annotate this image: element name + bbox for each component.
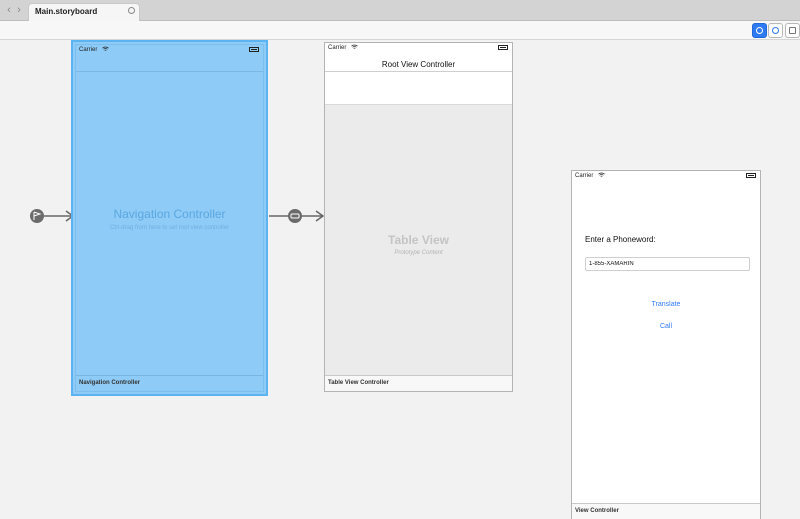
entry-point-arrow[interactable]: [30, 209, 75, 223]
call-button[interactable]: Call: [659, 323, 673, 330]
battery-icon: [249, 47, 259, 52]
scene-placeholder-hint: Ctrl-drag from here to set root view con…: [109, 225, 230, 231]
table-view-title: Table View: [388, 233, 449, 247]
tab-bar: ‹ › Main.storyboard: [0, 0, 800, 21]
scene-dock[interactable]: Navigation Controller: [76, 375, 263, 391]
constraint-tool-icon: [772, 27, 779, 34]
wifi-icon: [598, 172, 605, 177]
scene-placeholder-title: Navigation Controller: [113, 207, 226, 221]
scene-dock[interactable]: Table View Controller: [325, 375, 512, 391]
navigation-bar[interactable]: Root View Controller: [325, 54, 512, 72]
tab-label: Main.storyboard: [35, 7, 98, 16]
close-tab-icon[interactable]: [128, 7, 135, 14]
navigation-controller-scene[interactable]: Carrier Navigation Controller Ctrl-drag …: [71, 40, 268, 396]
tab-main-storyboard[interactable]: Main.storyboard: [28, 3, 140, 21]
battery-icon: [498, 45, 508, 50]
phoneword-text-field[interactable]: [585, 257, 750, 271]
storyboard-canvas[interactable]: Carrier Navigation Controller Ctrl-drag …: [0, 40, 800, 519]
battery-icon: [746, 173, 756, 178]
status-bar: Carrier: [325, 43, 512, 54]
phoneword-prompt-label[interactable]: Enter a Phoneword:: [585, 235, 656, 244]
frame-tool-button[interactable]: [785, 23, 800, 38]
carrier-label: Carrier: [79, 47, 98, 53]
root-relationship-segue[interactable]: [269, 209, 325, 223]
table-view-controller-scene[interactable]: Carrier Root View Controller Table View …: [324, 42, 513, 392]
frame-tool-icon: [789, 27, 796, 34]
carrier-label: Carrier: [328, 45, 347, 51]
back-arrow-icon[interactable]: ‹: [7, 4, 11, 16]
carrier-label: Carrier: [575, 173, 594, 179]
view-controller-scene[interactable]: Carrier Enter a Phoneword: Translate Cal…: [571, 170, 761, 519]
scene-dock[interactable]: View Controller: [572, 503, 760, 519]
scene-dock-label: Navigation Controller: [79, 380, 141, 386]
table-view[interactable]: Table View Prototype Content: [325, 105, 512, 375]
status-bar: Carrier: [572, 171, 760, 182]
scene-dock-label: Table View Controller: [328, 380, 389, 386]
editor-toolbar: [0, 21, 800, 40]
wifi-icon: [351, 44, 358, 49]
navigation-title: Root View Controller: [381, 60, 456, 69]
select-tool-icon: [756, 27, 763, 34]
translate-button[interactable]: Translate: [651, 301, 681, 308]
wifi-icon: [102, 46, 109, 51]
navigation-controller-frame: Carrier Navigation Controller Ctrl-drag …: [75, 44, 264, 392]
forward-arrow-icon[interactable]: ›: [17, 4, 21, 16]
select-tool-button[interactable]: [752, 23, 767, 38]
prototype-cell[interactable]: [325, 72, 512, 105]
status-bar: Carrier: [76, 45, 263, 56]
scene-dock-label: View Controller: [575, 508, 619, 514]
navigation-bar: [76, 56, 263, 72]
table-view-subtitle: Prototype Content: [394, 250, 443, 256]
constraint-tool-button[interactable]: [768, 23, 783, 38]
